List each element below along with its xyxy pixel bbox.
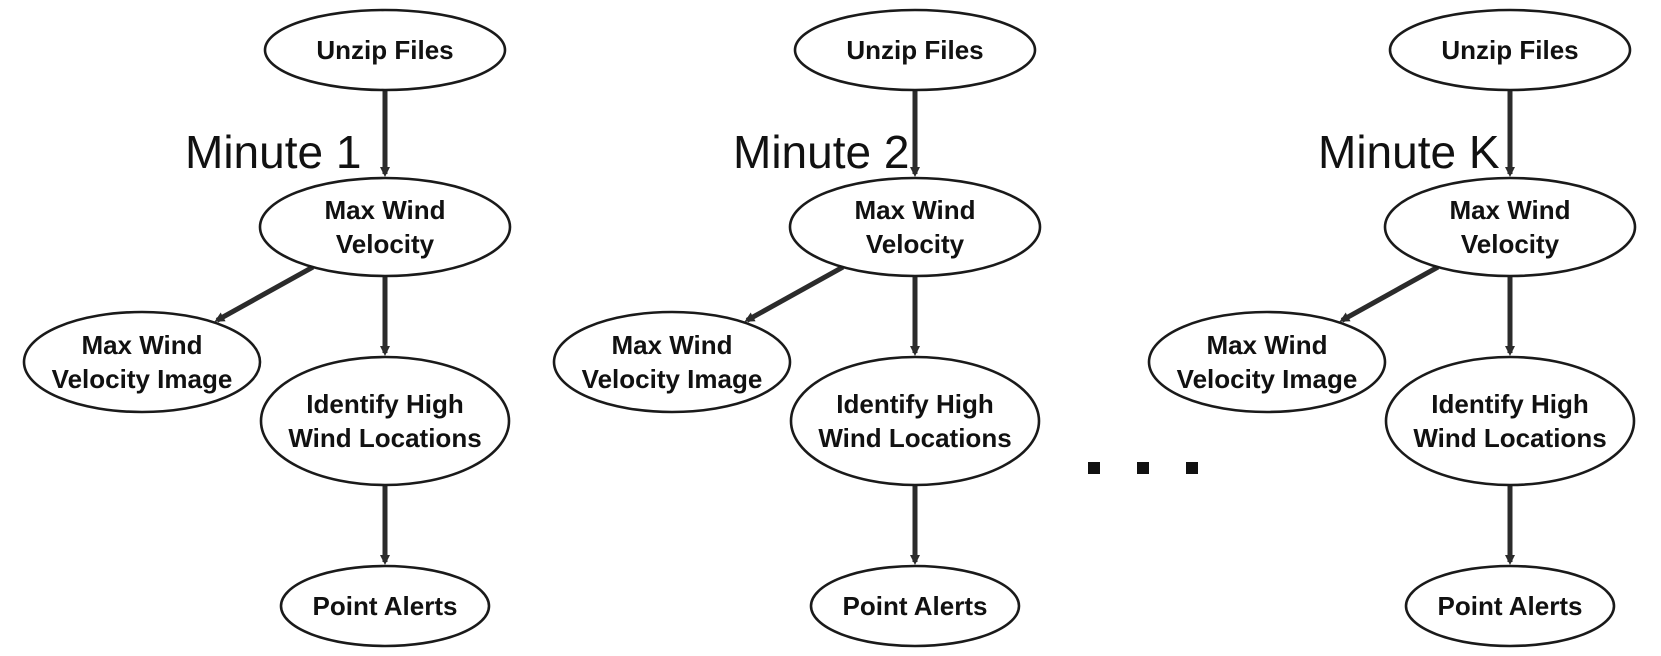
edges-layer [214, 90, 1515, 565]
minute-k-node-alerts: Point Alerts [1404, 564, 1616, 648]
minute-k-node-unzip: Unzip Files [1388, 8, 1632, 92]
minute-2-node-max-wind-shape [788, 176, 1042, 278]
minute-1-node-unzip: Unzip Files [263, 8, 507, 92]
minute-k-node-unzip-shape [1388, 8, 1632, 92]
minute-1-node-alerts-label-1: Point Alerts [313, 591, 458, 621]
minute-k-node-alerts-shape [1404, 564, 1616, 648]
minute-1-node-max-wind-label-1: Max Wind [324, 195, 445, 225]
minute-2-node-image-shape [552, 310, 792, 414]
minute-k-node-max-wind-label-2: Velocity [1461, 229, 1560, 259]
minute-1-label: Minute 1 [185, 126, 361, 178]
ellipsis-dot-2 [1137, 462, 1149, 474]
minute-k-node-alerts-label-1: Point Alerts [1438, 591, 1583, 621]
minute-2-node-max-wind-label-2: Velocity [866, 229, 965, 259]
minute-1-edge-max_wind-to-image [214, 264, 315, 323]
minute-1-node-unzip-shape [263, 8, 507, 92]
ellipsis-marker [1088, 462, 1198, 474]
minute-2-node-alerts-shape [809, 564, 1021, 648]
minute-k-node-unzip-label-1: Unzip Files [1441, 35, 1578, 65]
minute-k-node-image-shape [1147, 310, 1387, 414]
minute-k-node-image-label-2: Velocity Image [1177, 364, 1358, 394]
minute-k-node-identify-shape [1384, 355, 1636, 487]
minute-k-label: Minute K [1318, 126, 1500, 178]
minute-k-node-identify-label-2: Wind Locations [1413, 423, 1606, 453]
minute-1-node-image-label-1: Max Wind [81, 330, 202, 360]
minute-2-node-alerts: Point Alerts [809, 564, 1021, 648]
minute-2-node-identify-label-1: Identify High [836, 389, 993, 419]
labels-layer: Minute 1 Minute 2 Minute K [185, 126, 1500, 178]
minute-2-node-max-wind-label-1: Max Wind [854, 195, 975, 225]
minute-1-node-max-wind-shape [258, 176, 512, 278]
minute-2-node-identify-shape [789, 355, 1041, 487]
minute-k-node-identify-label-1: Identify High [1431, 389, 1588, 419]
minute-1-node-image-shape [22, 310, 262, 414]
minute-2-label: Minute 2 [733, 126, 909, 178]
minute-2-node-image-label-1: Max Wind [611, 330, 732, 360]
minute-k-node-max-wind-label-1: Max Wind [1449, 195, 1570, 225]
minute-1-node-identify-label-2: Wind Locations [288, 423, 481, 453]
minute-1-node-identify-shape [259, 355, 511, 487]
minute-1-node-alerts-shape [279, 564, 491, 648]
minute-1-node-max-wind-label-2: Velocity [336, 229, 435, 259]
minute-1-node-alerts: Point Alerts [279, 564, 491, 648]
minute-k-node-max-wind-shape [1383, 176, 1637, 278]
minute-2-node-unzip-label-1: Unzip Files [846, 35, 983, 65]
minute-2-node-identify-label-2: Wind Locations [818, 423, 1011, 453]
minute-2-edge-max_wind-to-image [744, 264, 845, 323]
minute-1-node-identify-label-1: Identify High [306, 389, 463, 419]
minute-1-node-unzip-label-1: Unzip Files [316, 35, 453, 65]
minute-2-node-unzip-shape [793, 8, 1037, 92]
minute-2-node-image-label-2: Velocity Image [582, 364, 763, 394]
minute-2-node-alerts-label-1: Point Alerts [843, 591, 988, 621]
minute-1-node-image-label-2: Velocity Image [52, 364, 233, 394]
minute-2-node-unzip: Unzip Files [793, 8, 1037, 92]
ellipsis-dot-3 [1186, 462, 1198, 474]
ellipsis-dot-1 [1088, 462, 1100, 474]
minute-k-edge-max_wind-to-image [1339, 264, 1440, 323]
minute-k-node-image-label-1: Max Wind [1206, 330, 1327, 360]
